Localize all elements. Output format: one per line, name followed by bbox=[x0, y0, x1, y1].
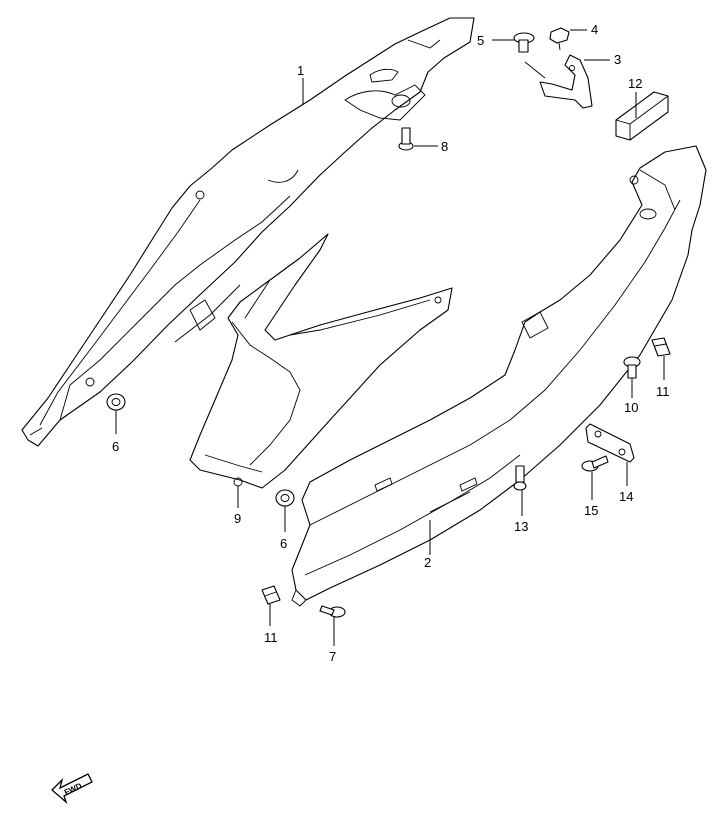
callout-9: 9 bbox=[234, 511, 241, 526]
part-screw-10 bbox=[623, 356, 641, 379]
callout-11-right: 11 bbox=[656, 384, 670, 399]
callout-6-center: 6 bbox=[280, 536, 287, 551]
part-pad-14 bbox=[585, 423, 635, 463]
callout-10: 10 bbox=[624, 400, 638, 415]
part-pad-12 bbox=[615, 91, 669, 141]
callout-12: 12 bbox=[628, 76, 642, 91]
part-clip-nut-11-right bbox=[651, 337, 671, 357]
part-screw-7 bbox=[319, 605, 346, 618]
callout-15: 15 bbox=[584, 503, 598, 518]
fwd-label: FWD bbox=[63, 781, 84, 797]
part-bolt-8 bbox=[398, 127, 414, 151]
part-inner-cover bbox=[189, 233, 453, 489]
callout-1: 1 bbox=[297, 63, 304, 78]
part-grommet-6-center bbox=[275, 489, 295, 507]
callout-4: 4 bbox=[591, 22, 598, 37]
callout-8: 8 bbox=[441, 139, 448, 154]
part-bolt-5 bbox=[513, 32, 535, 53]
callout-13: 13 bbox=[514, 519, 528, 534]
part-nut-4 bbox=[549, 27, 570, 51]
part-left-frame-cover bbox=[21, 17, 475, 447]
fwd-arrow-badge: FWD bbox=[51, 773, 93, 805]
part-grommet-6-left bbox=[106, 393, 126, 411]
callout-5: 5 bbox=[477, 33, 484, 48]
part-bracket bbox=[524, 54, 593, 109]
part-bolt-13 bbox=[513, 465, 527, 491]
callout-11-left: 11 bbox=[264, 630, 278, 645]
callout-labels: 1 2 3 4 5 6 6 7 8 9 10 11 11 12 13 14 15 bbox=[112, 22, 670, 664]
callout-3: 3 bbox=[614, 52, 621, 67]
part-screw-15 bbox=[581, 455, 609, 472]
callout-7: 7 bbox=[329, 649, 336, 664]
callout-6-left: 6 bbox=[112, 439, 119, 454]
leader-lines bbox=[115, 29, 665, 646]
callout-14: 14 bbox=[619, 489, 633, 504]
callout-2: 2 bbox=[424, 555, 431, 570]
part-clip-nut-11-left bbox=[261, 585, 281, 605]
